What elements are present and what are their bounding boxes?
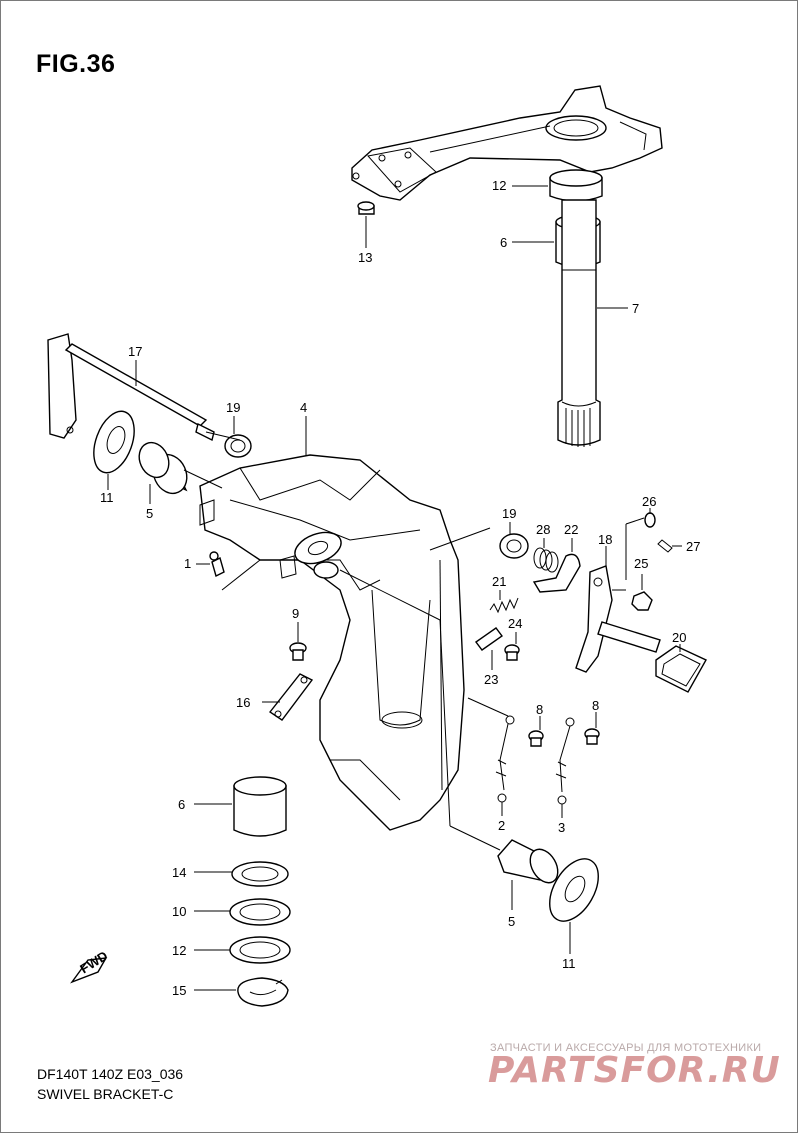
circlip-15[interactable] <box>237 977 289 1007</box>
callout-4: 4 <box>300 400 307 415</box>
callout-12-top: 12 <box>492 178 506 193</box>
callout-11-left: 11 <box>100 490 114 505</box>
callout-9: 9 <box>292 606 299 621</box>
washer-11-left[interactable] <box>86 406 142 478</box>
bush-5-left[interactable] <box>134 438 193 499</box>
grease-nipple-1[interactable] <box>209 551 225 578</box>
callout-14: 14 <box>172 865 186 880</box>
bolt-8-left[interactable] <box>528 730 544 747</box>
callout-17: 17 <box>128 344 142 359</box>
callout-23: 23 <box>484 672 498 687</box>
callout-20: 20 <box>672 630 686 645</box>
callout-labels: 12 6 7 13 17 19 4 11 5 1 9 16 19 28 22 2… <box>100 178 700 998</box>
callout-28: 28 <box>536 522 550 537</box>
bolt-24[interactable] <box>504 644 520 661</box>
callout-19-left: 19 <box>226 400 240 415</box>
callout-6-top: 6 <box>500 235 507 250</box>
lever-22[interactable] <box>532 553 581 593</box>
bush-6-lower[interactable] <box>233 776 287 837</box>
steering-arm[interactable] <box>351 85 663 201</box>
tilt-lock-lever-18[interactable] <box>575 565 661 673</box>
plate-23[interactable] <box>475 627 503 651</box>
ground-wire-3[interactable] <box>555 717 575 805</box>
watermark-logo: PARTSFOR.RU <box>488 1050 781 1091</box>
watermark-tagline: ЗАПЧАСТИ И АКСЕССУАРЫ ДЛЯ МОТОТЕХНИКИ <box>490 1042 762 1054</box>
bolt-8-right[interactable] <box>584 728 600 745</box>
callout-24: 24 <box>508 616 522 631</box>
pin-27[interactable] <box>657 539 673 553</box>
steering-shaft-7[interactable] <box>557 199 601 447</box>
spring-21[interactable] <box>489 597 519 614</box>
callout-3: 3 <box>558 820 565 835</box>
bush-19-right[interactable] <box>499 533 529 559</box>
washer-26[interactable] <box>644 512 656 528</box>
callout-18: 18 <box>598 532 612 547</box>
callout-13: 13 <box>358 250 372 265</box>
callout-6-lower: 6 <box>178 797 185 812</box>
callout-21: 21 <box>492 574 506 589</box>
model-code: DF140T 140Z E03_036 <box>37 1066 184 1082</box>
figure-title: FIG.36 <box>36 50 116 78</box>
callout-1: 1 <box>184 556 191 571</box>
bush-5-right[interactable] <box>497 839 563 888</box>
ground-wire-2[interactable] <box>495 715 515 803</box>
callout-7: 7 <box>632 301 639 316</box>
washer-12-top[interactable] <box>549 169 603 202</box>
cover-20[interactable] <box>655 645 707 693</box>
swivel-bracket-4[interactable] <box>199 454 465 831</box>
washer-14[interactable] <box>231 861 289 887</box>
callout-15: 15 <box>172 983 186 998</box>
callout-2: 2 <box>498 818 505 833</box>
fwd-arrow: FWD <box>70 948 110 984</box>
washer-12-lower[interactable] <box>229 936 291 964</box>
callout-26: 26 <box>642 494 656 509</box>
callout-8-left: 8 <box>536 702 543 717</box>
spring-28[interactable] <box>533 547 559 573</box>
washer-10[interactable] <box>229 898 291 926</box>
callout-27: 27 <box>686 539 700 554</box>
bolt-9[interactable] <box>289 642 307 661</box>
bolt-13[interactable] <box>357 201 375 215</box>
bush-19-left[interactable] <box>224 434 252 458</box>
callout-8-right: 8 <box>592 698 599 713</box>
figure-caption: SWIVEL BRACKET-C <box>37 1086 174 1102</box>
callout-5-left: 5 <box>146 506 153 521</box>
callout-22: 22 <box>564 522 578 537</box>
leader-lines <box>107 185 682 991</box>
link-16[interactable] <box>268 673 314 721</box>
callout-16: 16 <box>236 695 250 710</box>
callout-25: 25 <box>634 556 648 571</box>
assembly-lines <box>183 431 645 851</box>
callout-5-right: 5 <box>508 914 515 929</box>
callout-10: 10 <box>172 904 186 919</box>
callout-11-right: 11 <box>562 956 576 971</box>
washer-11-right[interactable] <box>540 851 609 930</box>
nut-25[interactable] <box>631 591 653 611</box>
callout-12-lower: 12 <box>172 943 186 958</box>
callout-19-right: 19 <box>502 506 516 521</box>
